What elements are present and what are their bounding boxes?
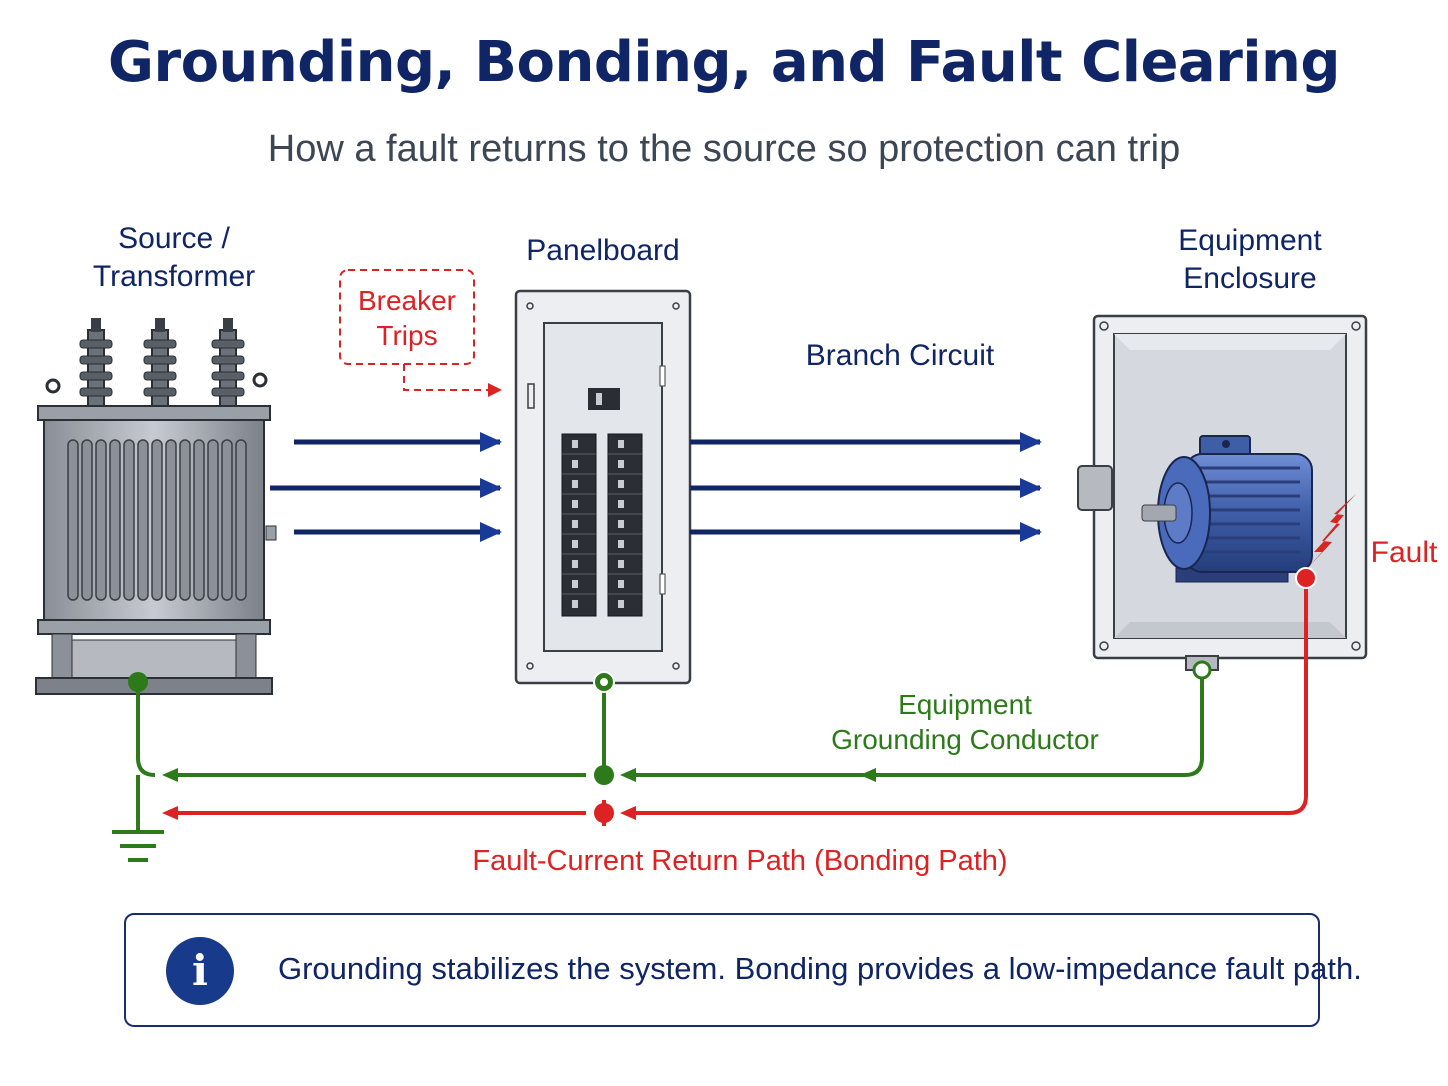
equipment-grounding-path [136,670,1204,830]
breaker-column-left [561,433,597,617]
branch-conductors [690,432,1042,542]
panelboard [514,289,692,685]
bushing [143,318,177,409]
info-box: i Grounding stabilizes the system. Bondi… [124,913,1362,1027]
bushing [211,318,245,409]
source-label: Source / Transformer [92,222,256,293]
transformer [35,318,277,695]
breaker-handles [572,440,624,608]
bushing [79,318,113,409]
equipment-enclosure-label: Equipment Enclosure [1178,224,1322,295]
info-text: Grounding stabilizes the system. Bonding… [278,951,1362,986]
fault-spark-icon [1304,494,1356,572]
info-icon: i [166,937,234,1005]
page-title: Grounding, Bonding, and Fault Clearing [108,30,1340,95]
branch-circuit-label: Branch Circuit [805,339,995,372]
fault-label: Fault [1370,536,1438,569]
feeder-conductors [270,432,502,542]
breaker-column-right [607,433,643,617]
cooling-fins [67,439,247,601]
page-subtitle: How a fault returns to the source so pro… [267,128,1181,170]
return-path-label: Fault-Current Return Path (Bonding Path) [472,845,1008,877]
motor [1141,435,1313,583]
panelboard-label: Panelboard [526,234,680,267]
breaker-trips-callout [339,269,502,397]
ground-symbol-icon [112,830,164,862]
egc-label: Equipment Grounding Conductor [831,689,1099,755]
breaker-trips-label: Breaker Trips [357,285,457,351]
